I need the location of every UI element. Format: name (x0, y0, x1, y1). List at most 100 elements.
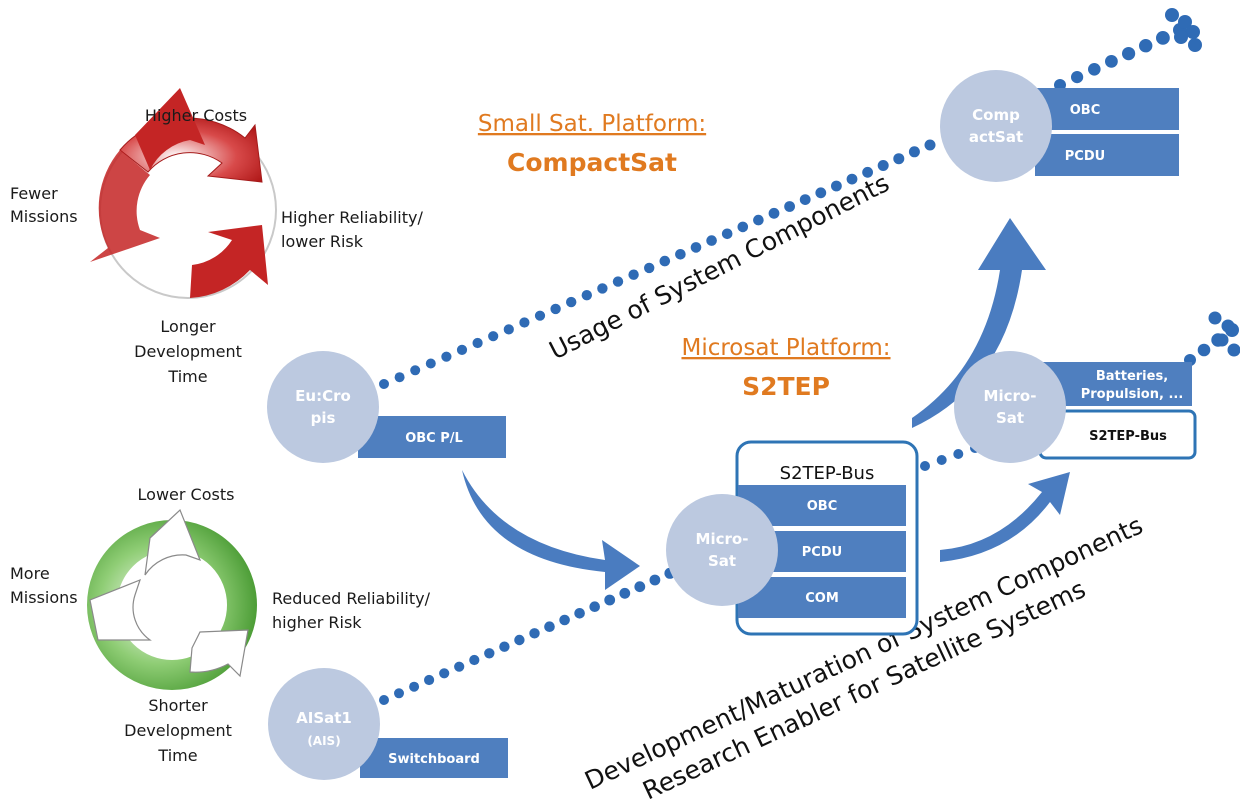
red-cycle-arrow-left (90, 150, 160, 262)
trajectory-dot (799, 194, 811, 206)
trajectory-dot (1178, 15, 1192, 29)
trajectory-dot (581, 290, 592, 301)
trajectory-dot (604, 594, 616, 606)
right-microsat-label-1: Micro- (984, 387, 1037, 405)
trajectory-dot (472, 337, 483, 349)
center-microsat-circle (666, 494, 778, 606)
green-top-label: Lower Costs (138, 485, 235, 504)
green-bottom-label-2: Development (124, 721, 232, 740)
trajectory-dot (936, 455, 947, 465)
trajectory-dot (559, 614, 570, 626)
trajectory-dot (628, 269, 639, 280)
small-sat-title: Small Sat. Platform: (478, 111, 706, 137)
trajectory-dot (1197, 343, 1211, 357)
center-pcdu-label: PCDU (802, 545, 842, 560)
trajectory-dot (1186, 25, 1200, 39)
eucropis-box (358, 416, 506, 458)
center-microsat-label-2: Sat (708, 552, 736, 570)
red-bottom-label-1: Longer (160, 317, 216, 336)
right-microsat-circle (954, 351, 1066, 463)
trajectory-dot (737, 221, 749, 233)
trajectory-dot (534, 310, 546, 321)
green-left-label-1: More (10, 564, 50, 583)
trajectory-dot (1088, 63, 1101, 76)
trajectory-dot (439, 668, 450, 679)
red-bottom-label-2: Development (134, 342, 242, 361)
trajectory-dot (1139, 39, 1153, 53)
right-microsat: Batteries, Propulsion, ... S2TEP-Bus Mic… (954, 351, 1197, 463)
trajectory-dot (634, 581, 646, 593)
arrow-right-microsat-to-compactsat (912, 218, 1046, 428)
trajectory-dot (410, 365, 421, 376)
trajectory-dot (1188, 38, 1202, 52)
center-com-label: COM (805, 591, 839, 606)
compactsat-obc-box (1035, 88, 1179, 130)
trajectory-dot (753, 214, 764, 226)
compactsat-title: CompactSat (507, 148, 677, 177)
arrow-eucropis-to-microsat (462, 470, 640, 590)
trajectory-dot (566, 296, 577, 308)
aisat-box-label: Switchboard (388, 752, 480, 767)
red-left-label-1: Fewer (10, 184, 58, 203)
trajectory-dot (619, 587, 631, 599)
center-microsat: S2TEP-Bus OBC PCDU COM Micro- Sat (666, 440, 919, 636)
trajectory-dot (1071, 71, 1084, 84)
trajectory-dot (394, 372, 405, 383)
trajectory-dot (924, 139, 936, 151)
eucropis-box-label: OBC P/L (405, 431, 463, 446)
center-obc-label: OBC (807, 499, 838, 514)
red-cycle-arrow-right (190, 225, 268, 298)
right-batteries-label-2: Propulsion, ... (1081, 387, 1184, 402)
trajectory-dot (574, 608, 585, 619)
eucropis-satellite: OBC P/L Eu:Cro pis (267, 351, 506, 463)
trajectory-dot (1105, 55, 1118, 68)
trajectory-dot (877, 160, 889, 171)
trajectory-dot (1221, 319, 1235, 333)
trajectory-dot (908, 146, 920, 158)
compactsat-pcdu-label: PCDU (1065, 149, 1105, 164)
compactsat-label-1: Comp (972, 106, 1020, 124)
trajectory-dot (503, 324, 514, 335)
green-cycle: Lower Costs More Missions Reduced Reliab… (10, 485, 431, 765)
trajectory-dot (1165, 8, 1179, 22)
trajectory-dot (597, 283, 608, 294)
aisat-label-2: (AIS) (307, 734, 340, 748)
green-bottom-label-1: Shorter (148, 696, 208, 715)
trajectory-dot (675, 249, 686, 260)
trajectory-dot (831, 180, 842, 192)
trajectory-dot (893, 153, 905, 165)
trajectory-dot (1227, 343, 1240, 357)
trajectory-dot (514, 634, 525, 646)
trajectory-dot (529, 628, 540, 639)
trajectory-dot (612, 276, 624, 287)
compactsat-circle (940, 70, 1052, 182)
red-top-label: Higher Costs (145, 106, 247, 125)
arrow-microsat-to-right-microsat (940, 472, 1070, 562)
trajectory-dot (1122, 47, 1136, 61)
trajectory-dot (1174, 30, 1188, 44)
s2tep-title: S2TEP (742, 372, 830, 401)
red-left-label-2: Missions (10, 207, 78, 226)
trajectory-dot (649, 574, 661, 586)
red-cycle-arrow-top (135, 88, 205, 170)
red-bottom-label-3: Time (167, 367, 207, 386)
right-s2tep-bus-label: S2TEP-Bus (1089, 429, 1167, 444)
eucropis-label-1: Eu:Cro (295, 387, 351, 405)
trajectory-dot (469, 654, 480, 666)
trajectory-dot (1156, 31, 1170, 45)
trajectory-dot (1208, 311, 1222, 325)
s2tep-bus-title: S2TEP-Bus (780, 463, 875, 484)
aisat-label-1: AISat1 (296, 709, 352, 727)
trajectory-dot (454, 661, 465, 672)
trajectory-dot (1215, 333, 1229, 347)
trajectory-dot (550, 303, 561, 315)
eucropis-label-2: pis (311, 409, 336, 427)
right-microsat-label-2: Sat (996, 409, 1024, 427)
trajectory-dot (920, 461, 930, 471)
trajectory-dot (409, 681, 420, 692)
aisat-satellite: Switchboard AISat1 (AIS) (268, 668, 508, 780)
green-cycle-arrow-right (189, 629, 249, 678)
green-cycle-arrow-left (89, 578, 152, 641)
green-right-label-2: higher Risk (272, 613, 362, 632)
